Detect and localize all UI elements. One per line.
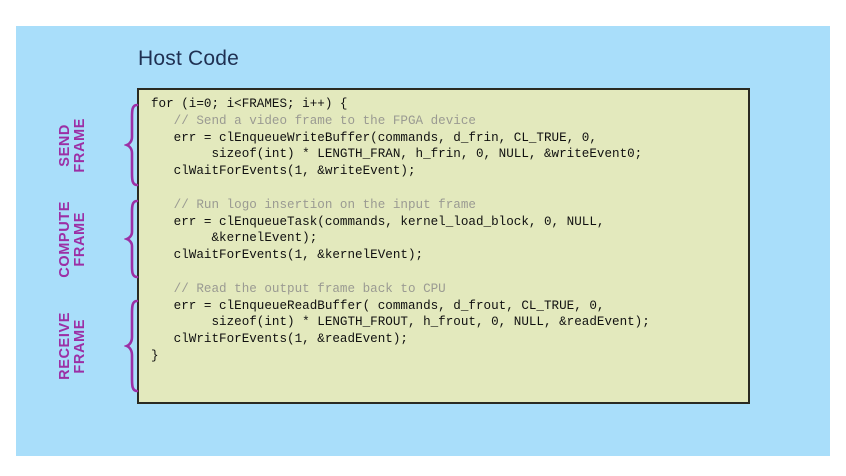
code-line: // Read the output frame back to CPU (151, 281, 446, 296)
annotation-receive-frame-line2: FRAME (71, 318, 88, 374)
annotation-send-frame: SEND FRAME (57, 103, 140, 187)
page-title: Host Code (138, 47, 240, 70)
code-line: // Run logo insertion on the input frame (151, 197, 476, 212)
code-line: clWaitForEvents(1, &kernelEVent); (151, 248, 424, 263)
code-line: // Send a video frame to the FPGA device (151, 113, 476, 128)
annotation-compute-frame-line1: COMPUTE (57, 200, 73, 278)
annotation-send-frame-line2: FRAME (71, 117, 88, 173)
annotation-compute-frame: COMPUTE FRAME (57, 199, 140, 279)
code-line: clWaitForEvents(1, &writeEvent); (151, 164, 416, 179)
code-text: for (i=0; i<FRAMES; i++) { // Send a vid… (151, 96, 650, 365)
curly-brace-icon (124, 199, 140, 279)
code-line (151, 180, 650, 197)
annotation-receive-frame: RECEIVE FRAME (57, 299, 140, 393)
code-line: sizeof(int) * LENGTH_FRAN, h_frin, 0, NU… (151, 147, 643, 162)
curly-brace-icon (124, 103, 140, 187)
code-line (151, 264, 650, 281)
code-line: clWritForEvents(1, &readEvent); (151, 332, 408, 347)
code-line: for (i=0; i<FRAMES; i++) { (151, 97, 348, 111)
annotation-send-frame-labels: SEND FRAME (57, 103, 88, 187)
annotation-compute-frame-line2: FRAME (71, 211, 88, 267)
annotation-receive-frame-labels: RECEIVE FRAME (57, 299, 88, 393)
code-line: err = clEnqueueWriteBuffer(commands, d_f… (151, 130, 597, 145)
annotation-receive-frame-line1: RECEIVE (57, 312, 73, 380)
curly-brace-icon (124, 299, 140, 393)
code-line: } (151, 348, 159, 363)
annotation-compute-frame-labels: COMPUTE FRAME (57, 199, 88, 279)
code-line: err = clEnqueueTask(commands, kernel_loa… (151, 214, 605, 229)
code-line: sizeof(int) * LENGTH_FROUT, h_frout, 0, … (151, 315, 650, 330)
code-block: for (i=0; i<FRAMES; i++) { // Send a vid… (137, 88, 750, 404)
code-line: &kernelEvent); (151, 231, 318, 246)
code-line: err = clEnqueueReadBuffer( commands, d_f… (151, 298, 605, 313)
annotation-send-frame-line1: SEND (57, 123, 73, 167)
